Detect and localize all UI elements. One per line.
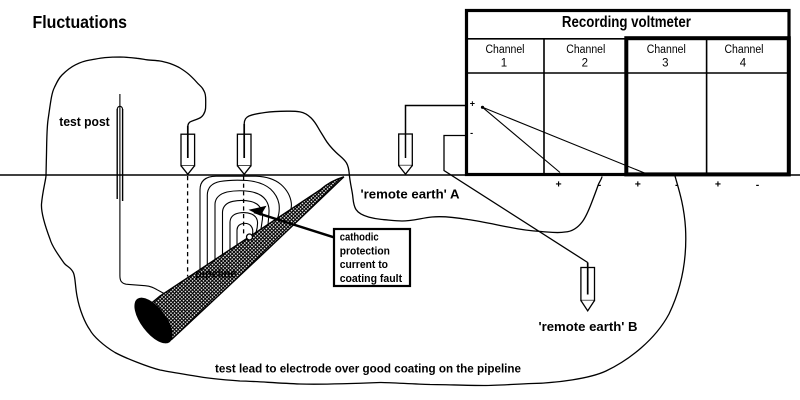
svg-text:+: + <box>715 178 721 190</box>
svg-text:'remote earth' A: 'remote earth' A <box>361 188 460 202</box>
svg-text:current to: current to <box>340 259 389 271</box>
svg-text:Channel: Channel <box>486 44 525 56</box>
svg-text:test lead to electrode over go: test lead to electrode over good coating… <box>215 364 521 376</box>
svg-text:-: - <box>756 179 760 191</box>
svg-text:Channel: Channel <box>647 44 686 56</box>
svg-text:4: 4 <box>740 57 747 69</box>
svg-text:Channel: Channel <box>725 44 764 56</box>
svg-text:Recording voltmeter: Recording voltmeter <box>562 14 691 31</box>
svg-text:-: - <box>470 128 473 138</box>
svg-text:+: + <box>635 178 641 190</box>
svg-text:protection: protection <box>340 245 390 257</box>
svg-text:3: 3 <box>662 57 668 69</box>
svg-text:Channel: Channel <box>566 44 605 56</box>
svg-text:cathodic: cathodic <box>340 232 379 244</box>
svg-text:+: + <box>556 178 562 190</box>
svg-text:coating fault: coating fault <box>340 273 403 285</box>
svg-text:pipeline: pipeline <box>195 268 236 280</box>
svg-text:-: - <box>598 179 602 191</box>
svg-text:+: + <box>470 98 475 108</box>
svg-text:Fluctuations: Fluctuations <box>33 12 128 32</box>
svg-text:'remote earth' B: 'remote earth' B <box>539 320 638 334</box>
svg-text:2: 2 <box>582 57 588 69</box>
svg-text:1: 1 <box>501 57 507 69</box>
svg-text:-: - <box>675 179 679 191</box>
svg-text:test post: test post <box>59 115 110 129</box>
